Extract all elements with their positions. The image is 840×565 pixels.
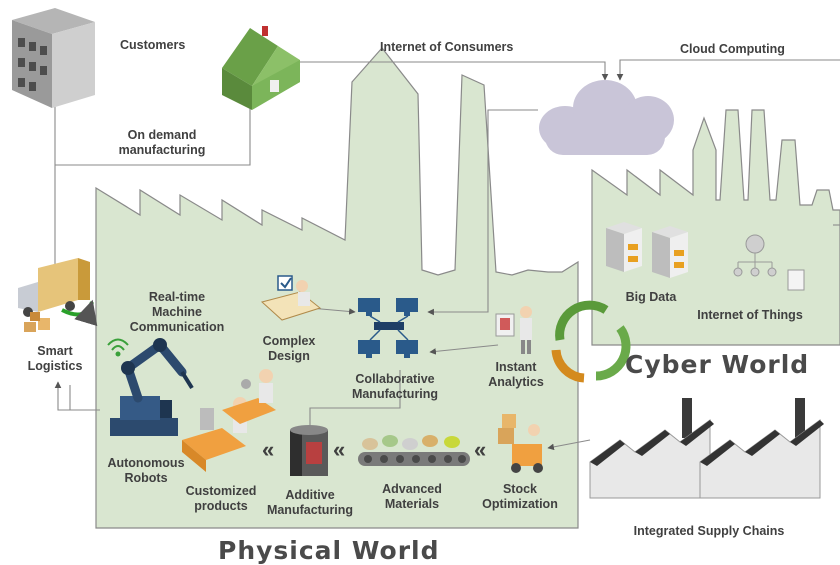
supply-chain-factories-icon	[589, 398, 824, 499]
cycle-arrows-icon	[551, 300, 631, 383]
conveyor-materials-icon	[358, 435, 470, 466]
label-integrated-supply-chains: Integrated Supply Chains	[633, 524, 785, 538]
label-autonomous-robots: Autonomous Robots	[107, 456, 185, 485]
robot-arm-icon	[107, 338, 194, 436]
big-data-servers-icon	[606, 222, 688, 278]
label-additive-manufacturing: Additive Manufacturing	[266, 488, 354, 517]
label-customers: Customers	[120, 38, 186, 52]
office-building-icon	[12, 8, 95, 108]
chevron-icon: «	[333, 437, 346, 462]
label-complex-design: Complex Design	[262, 334, 316, 363]
collaborative-network-icon	[358, 298, 418, 358]
label-internet-of-consumers: Internet of Consumers	[380, 40, 514, 54]
iot-hierarchy-icon	[733, 234, 805, 291]
label-internet-of-things: Internet of Things	[697, 308, 803, 322]
label-smart-logistics: Smart Logistics	[27, 344, 83, 373]
label-advanced-materials: Advanced Materials	[382, 482, 442, 511]
workers-assembly-icon	[182, 369, 276, 472]
label-collaborative-manufacturing: Collaborative Manufacturing	[351, 372, 439, 401]
label-cloud-computing: Cloud Computing	[680, 42, 785, 56]
label-on-demand: On demand manufacturing	[118, 128, 206, 157]
chevron-icon: «	[474, 437, 487, 462]
label-big-data: Big Data	[625, 290, 677, 304]
label-realtime-machine: Real-time Machine Communication	[129, 290, 225, 334]
label-instant-analytics: Instant Analytics	[488, 360, 544, 389]
label-customized-products: Customized products	[185, 484, 257, 513]
house-icon	[222, 26, 300, 110]
title-physical-world: Physical World	[218, 536, 440, 565]
delivery-truck-icon	[18, 258, 98, 332]
3d-printer-icon	[290, 425, 328, 476]
physical-factory-shape	[95, 47, 579, 529]
designer-icon	[260, 275, 322, 321]
label-stock-optimization: Stock Optimization	[482, 482, 558, 511]
cloud-icon	[539, 80, 674, 155]
connector-lines	[51, 59, 840, 451]
cyber-factory-shape	[591, 109, 840, 346]
forklift-icon	[498, 414, 543, 473]
analytics-person-icon	[495, 306, 532, 354]
chevron-icon: «	[262, 437, 275, 462]
title-cyber-world: Cyber World	[625, 350, 810, 379]
